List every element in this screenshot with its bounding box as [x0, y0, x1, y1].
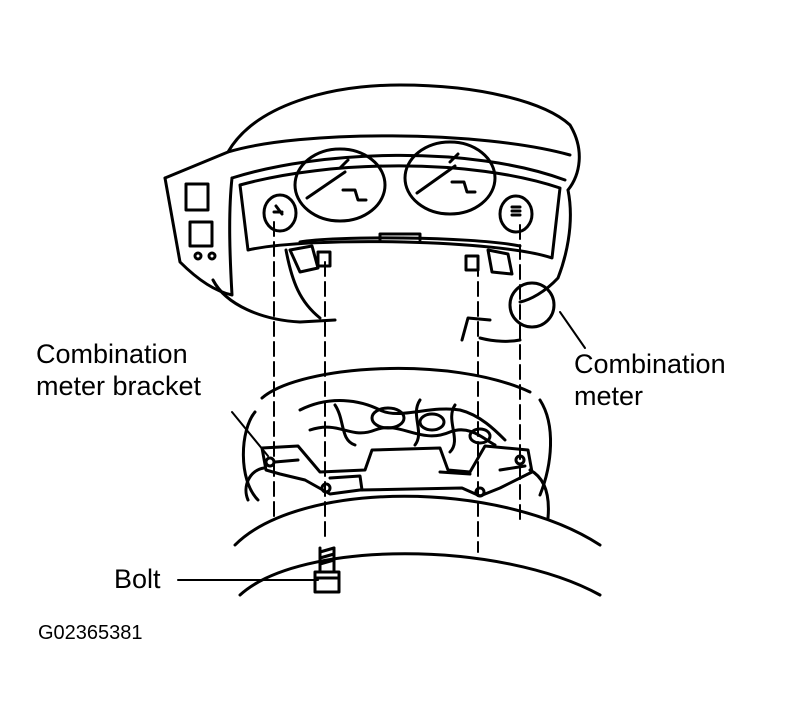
combination-meter-bracket-label: Combination meter bracket — [36, 338, 201, 402]
meter-hood — [165, 85, 579, 190]
combination-meter — [165, 85, 579, 341]
steering-wheel — [240, 554, 600, 595]
bracket-body — [262, 446, 532, 496]
meter-label-line1: Combination — [574, 349, 726, 379]
bracket-label-line2: meter bracket — [36, 371, 202, 401]
alignment-lines — [274, 222, 520, 552]
meter-side-panel — [165, 178, 232, 295]
bolt-label: Bolt — [114, 564, 161, 594]
figure-code: G02365381 — [38, 622, 143, 644]
speedometer-gauge — [295, 149, 385, 221]
temp-gauge — [500, 196, 532, 232]
tachometer-gauge — [405, 142, 495, 214]
combination-meter-bracket — [235, 368, 600, 595]
fuel-gauge — [264, 195, 296, 231]
bolt — [315, 548, 339, 592]
meter-label-line2: meter — [574, 381, 644, 411]
bracket-label-line1: Combination — [36, 339, 188, 369]
leader-lines — [178, 312, 585, 580]
combination-meter-label: Combination meter — [574, 348, 726, 412]
instrument-panel-arc — [235, 496, 600, 545]
